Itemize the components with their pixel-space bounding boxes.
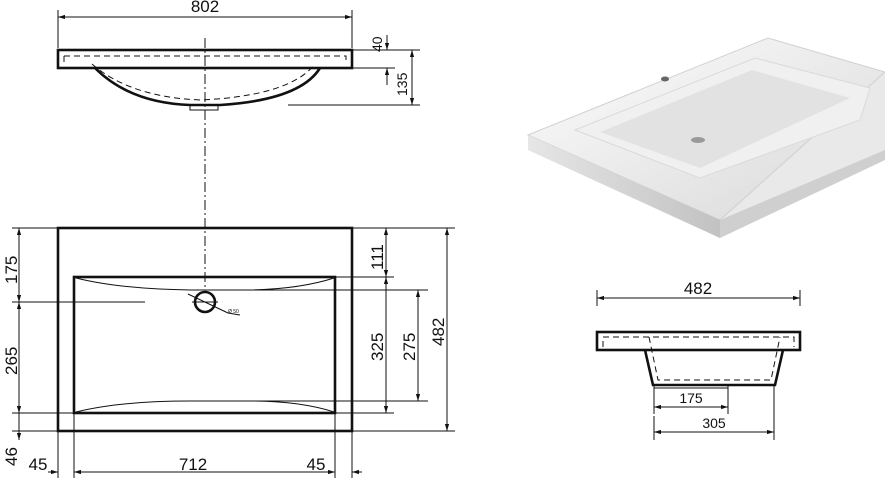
dim-right-111: 111 (368, 244, 387, 270)
dim-bowl-175: 175 (679, 390, 703, 406)
dim-right-325: 325 (368, 333, 387, 361)
plan-view: Ø 50 175 265 46 45 712 45 111 325 (2, 226, 455, 478)
dim-bowl-305: 305 (702, 415, 726, 431)
dim-side-482: 482 (684, 279, 712, 298)
dim-bottom-45-left: 45 (29, 455, 48, 474)
side-view: 482 175 305 (595, 279, 802, 440)
dim-left-265: 265 (2, 347, 21, 375)
dim-left-46: 46 (2, 447, 21, 466)
dim-rim-40: 40 (369, 36, 385, 52)
drain-diameter-label: Ø 50 (228, 309, 239, 315)
dim-bottom-45-right: 45 (307, 455, 326, 474)
dim-bottom-712: 712 (179, 455, 207, 474)
dim-left-175: 175 (2, 256, 21, 284)
front-section-view: 802 40 135 (56, 0, 420, 290)
dim-depth-135: 135 (394, 72, 410, 96)
sink-product-image (526, 37, 885, 238)
dim-right-275: 275 (400, 333, 419, 361)
dim-width-802: 802 (191, 0, 219, 16)
dim-right-482: 482 (429, 318, 448, 346)
